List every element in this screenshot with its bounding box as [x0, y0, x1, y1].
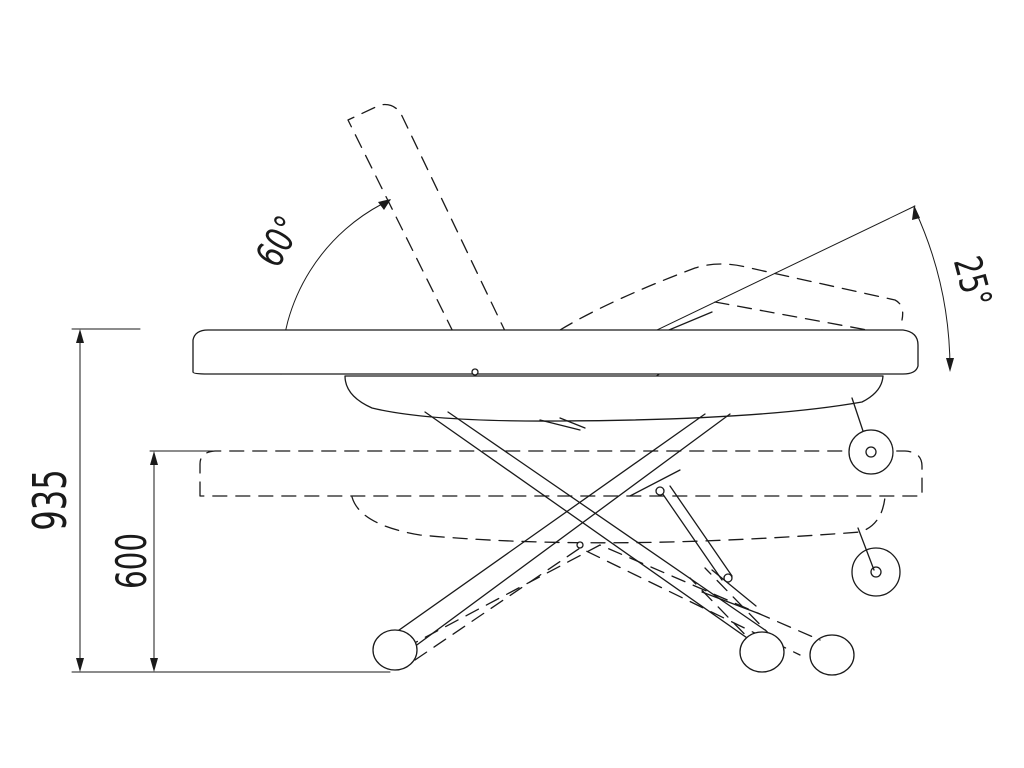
- pivot-joint: [723, 573, 733, 583]
- lowered-top-dashed: [199, 450, 923, 497]
- arrow-up-icon: [76, 329, 84, 343]
- pivot-joint: [471, 368, 479, 376]
- caster-wheel-hub: [865, 446, 877, 458]
- lowered-foot: [809, 634, 855, 676]
- arrow-down-icon: [150, 658, 158, 672]
- foot-right: [739, 631, 785, 673]
- angle-label-25: 25°: [945, 252, 1001, 312]
- dim-label-600: 600: [107, 533, 157, 589]
- frame-body: [344, 375, 884, 422]
- lift-bracket: [539, 417, 586, 431]
- dimension-overall-height: 935: [24, 328, 391, 673]
- dim-label-935: 935: [24, 469, 77, 530]
- arrow-down-icon: [76, 658, 84, 672]
- backrest-dashed: [347, 103, 506, 375]
- backrest-raised-outline: [347, 103, 506, 375]
- lowered-legs-dashed-c: [689, 567, 776, 651]
- angle-arc-25: [914, 209, 951, 371]
- scissor-pivot: [576, 541, 584, 549]
- arrow-right-icon: [378, 199, 391, 210]
- scissor-leg-back: [424, 411, 766, 641]
- angle-label-60: 60°: [247, 209, 310, 275]
- foot-left: [372, 629, 418, 671]
- arrow-down-icon: [946, 358, 954, 372]
- scissor-base: [372, 397, 894, 673]
- leg-section-dashed-bottom: [714, 301, 901, 337]
- pivot-joint: [655, 486, 665, 496]
- lowered-wheel-hub: [870, 566, 882, 578]
- arrow-up-icon: [150, 451, 158, 465]
- table-lowered-outline: [199, 450, 923, 676]
- scissor-leg-front: [384, 413, 731, 651]
- arrow-up-icon: [912, 205, 920, 220]
- lowered-wheel-bracket: [857, 527, 875, 571]
- lift-actuator: [629, 469, 733, 581]
- table-frame: [344, 375, 884, 422]
- table-top-cushion: [192, 329, 919, 375]
- table-top: [192, 329, 919, 377]
- leg-section-dashed-top: [559, 263, 904, 331]
- actuator-linkage: [701, 569, 761, 615]
- lowered-wheel: [851, 547, 901, 597]
- lowered-frame-dashed: [351, 496, 886, 544]
- caster-wheel: [848, 429, 894, 475]
- dimension-low-height: 600: [107, 450, 216, 672]
